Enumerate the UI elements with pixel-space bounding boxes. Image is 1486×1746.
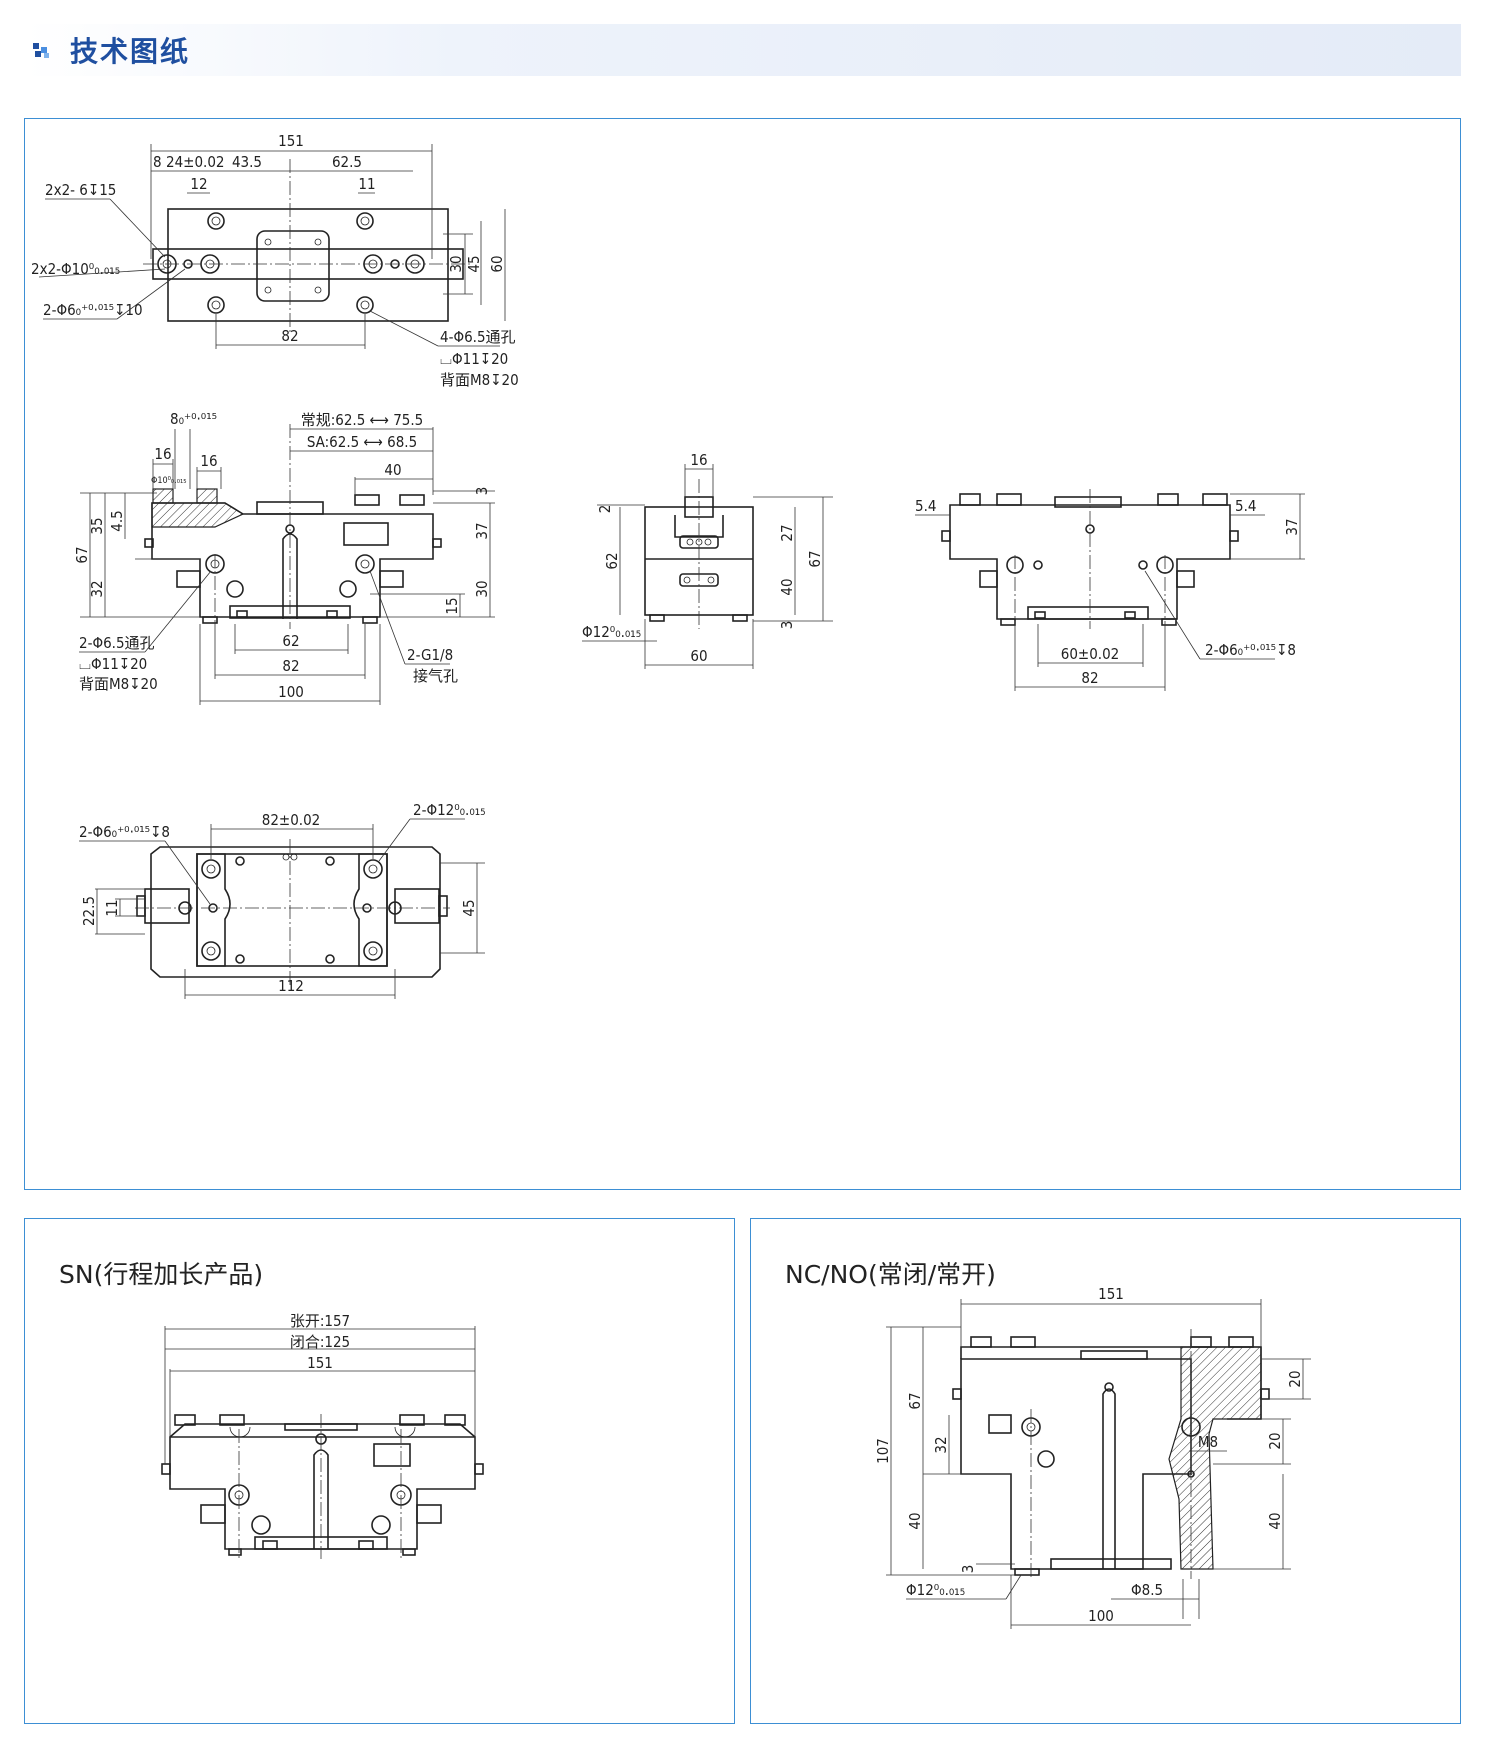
dim-label: 11	[358, 175, 375, 193]
dim-label: 11	[103, 899, 121, 916]
dim-label: 8₀⁺⁰·⁰¹⁵	[170, 410, 217, 428]
dim-label: 30	[447, 255, 465, 272]
dim-label: 3	[959, 1565, 977, 1574]
dim-label: SA:62.5 ⟷ 68.5	[307, 433, 417, 451]
dim-label: 5.4	[1235, 497, 1256, 515]
section-header: 技术图纸	[24, 24, 1461, 76]
dim-label: 62.5	[332, 153, 362, 171]
technical-drawing-sn: 张开:157 闭合:125 151	[161, 1312, 484, 1559]
dim-label: 82	[281, 327, 298, 345]
dim-label: 107	[874, 1438, 892, 1464]
dim-label: 82±0.02	[262, 811, 321, 829]
dim-label: 3	[473, 487, 491, 496]
panel-title-sn: SN(行程加长产品)	[59, 1260, 264, 1289]
dim-label: 2	[596, 505, 614, 514]
drawing-panel-sn: SN(行程加长产品) 张开:157 闭合:125 151	[24, 1218, 735, 1724]
bottom-view: 82±0.02 2-Φ12⁰₀.₀₁₅ 2-Φ6₀⁺⁰·⁰¹⁵↧8 11 22.…	[79, 801, 486, 999]
dim-label: 62	[282, 632, 299, 650]
dim-label: 22.5	[80, 896, 98, 926]
dim-label: 37	[473, 522, 491, 539]
dim-label: 4.5	[108, 510, 126, 531]
dim-label: 32	[88, 580, 106, 597]
dim-label: Φ8.5	[1131, 1581, 1163, 1599]
dim-label: 8	[153, 153, 162, 171]
side-view: 16 2 62 27 40 3 67 Φ12⁰₀.₀₁₅ 60	[582, 451, 833, 669]
dim-label: 24±0.02	[166, 153, 225, 171]
dim-label: 27	[778, 524, 796, 541]
dim-label: 67	[73, 546, 91, 563]
top-view: 151 8 24±0.02 43.5 62.5 12 11 30 45 60 8…	[31, 132, 519, 389]
dim-label: Φ12⁰₀.₀₁₅	[582, 623, 641, 641]
dim-label: 60	[488, 255, 506, 272]
dim-label: 112	[278, 977, 304, 995]
drawing-panel-nc: NC/NO(常闭/常开) 151 20 107 67 32 40	[750, 1218, 1461, 1724]
dim-label: 67	[806, 550, 824, 567]
dim-label: 闭合:125	[290, 1333, 350, 1351]
callout-label: 接气孔	[413, 667, 458, 685]
dim-label: 32	[932, 1436, 950, 1453]
dim-label: 16	[154, 445, 171, 463]
dim-label: 60	[690, 647, 707, 665]
callout-label: 背面M8↧20	[440, 371, 519, 389]
logo-icon	[33, 43, 49, 58]
callout-label: 2-Φ6₀⁺⁰·⁰¹⁵↧8	[79, 823, 170, 841]
dim-label: 82	[1081, 669, 1098, 687]
panel-title-nc: NC/NO(常闭/常开)	[785, 1260, 996, 1289]
dim-label: 151	[278, 132, 304, 150]
dim-label: 60±0.02	[1061, 645, 1120, 663]
callout-label: ⌴Φ11↧20	[440, 350, 508, 368]
dim-label: 62	[603, 552, 621, 569]
dim-label: Φ12⁰₀.₀₁₅	[906, 1581, 965, 1599]
dim-label: 12	[190, 175, 207, 193]
callout-label: 2-Φ6₀⁺⁰·⁰¹⁵↧8	[1205, 641, 1296, 659]
callout-label: 4-Φ6.5通孔	[440, 328, 516, 346]
dim-label: 40	[906, 1512, 924, 1529]
dim-label: 151	[307, 1354, 333, 1372]
dim-label: 43.5	[232, 153, 262, 171]
dim-label: 3	[778, 621, 796, 630]
callout-label: 2-Φ12⁰₀.₀₁₅	[413, 801, 486, 819]
front-view: 67 35 32 4.5 16 16 8₀⁺⁰·⁰¹⁵ Φ10⁰₀.₀₁₅ 常规…	[73, 410, 495, 705]
dim-label: 151	[1098, 1285, 1124, 1303]
dim-label: 45	[460, 899, 478, 916]
dim-label: 35	[88, 517, 106, 534]
dim-label: 40	[1266, 1512, 1284, 1529]
dim-label: 5.4	[915, 497, 936, 515]
callout-label: 2-G1/8	[407, 646, 453, 664]
technical-drawing-nc: 151 20 107 67 32 40 M8 20 40 3 Φ12⁰₀.₀₁₅…	[874, 1285, 1311, 1629]
callout-label: 2x2- 6↧15	[45, 181, 116, 199]
dim-label: 37	[1283, 518, 1301, 535]
dim-label: 30	[473, 580, 491, 597]
back-view: 5.4 5.4 37 60±0.02 82 2-Φ6₀⁺⁰·⁰¹⁵↧8	[915, 489, 1305, 691]
dim-label: 张开:157	[290, 1312, 350, 1330]
dim-label: 100	[278, 683, 304, 701]
technical-drawing-main: 151 8 24±0.02 43.5 62.5 12 11 30 45 60 8…	[31, 132, 1305, 999]
drawing-panel-main: 151 8 24±0.02 43.5 62.5 12 11 30 45 60 8…	[24, 118, 1461, 1190]
callout-label: 2x2-Φ10⁰₀.₀₁₅	[31, 260, 120, 278]
dim-label: 20	[1266, 1432, 1284, 1449]
callout-label: 背面M8↧20	[79, 675, 158, 693]
dim-label: 15	[443, 597, 461, 614]
callout-label: 2-Φ6.5通孔	[79, 634, 155, 652]
callout-label: ⌴Φ11↧20	[79, 655, 147, 673]
dim-label: 100	[1088, 1607, 1114, 1625]
dim-label: 45	[465, 255, 483, 272]
dim-label: 67	[906, 1392, 924, 1409]
dim-label: 常规:62.5 ⟷ 75.5	[301, 411, 424, 429]
page-title: 技术图纸	[70, 35, 191, 68]
dim-label: Φ10⁰₀.₀₁₅	[151, 476, 186, 486]
dim-label: 16	[690, 451, 707, 469]
dim-label: 82	[282, 657, 299, 675]
dim-label: 16	[200, 452, 217, 470]
dim-label: 20	[1286, 1370, 1304, 1387]
dim-label: M8	[1198, 1433, 1218, 1451]
dim-label: 40	[778, 578, 796, 595]
dim-label: 40	[384, 461, 401, 479]
callout-label: 2-Φ6₀⁺⁰·⁰¹⁵↧10	[43, 301, 143, 319]
